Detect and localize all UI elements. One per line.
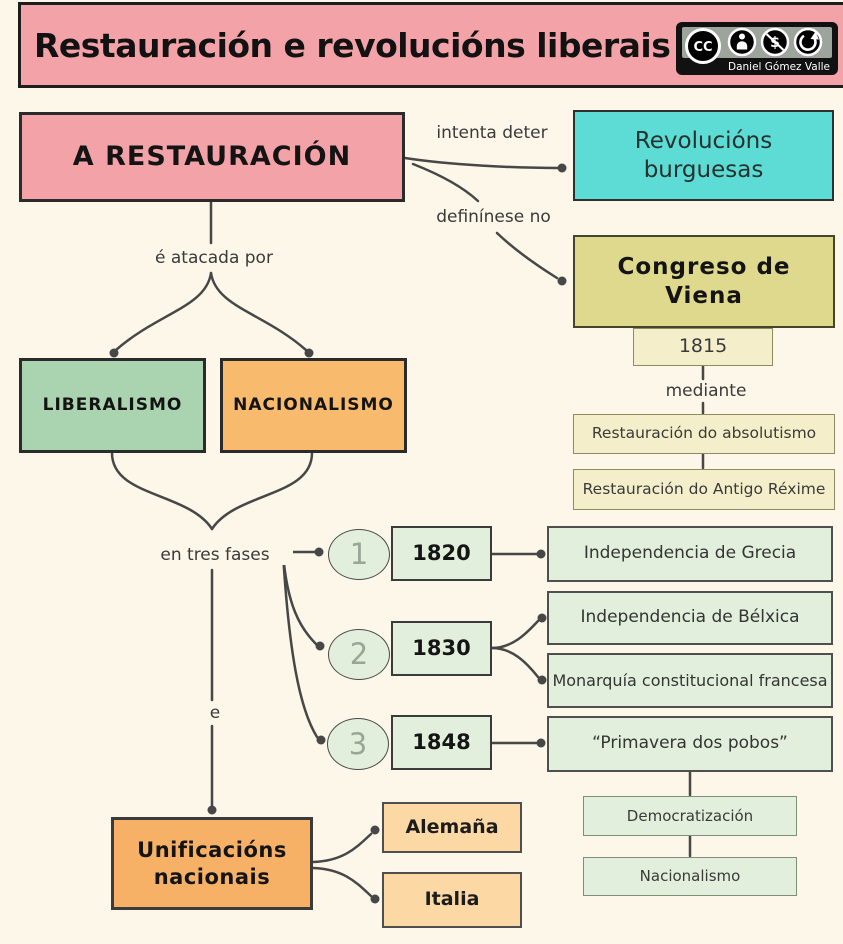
edge-label-en-tres-fases: en tres fases	[137, 546, 293, 565]
node-italia: Italia	[382, 872, 522, 928]
node-unificacions-nacionais: Unificacións nacionais	[111, 817, 313, 910]
node-a-restauracion: A RESTAURACIÓN	[19, 112, 405, 202]
cc-icon: CC	[685, 28, 721, 64]
phase-1-circle: 1	[328, 529, 390, 580]
credit-text: Daniel Gómez Valle	[728, 61, 830, 73]
node-independencia-grecia: Independencia de Grecia	[547, 526, 833, 582]
node-liberalismo: LIBERALISMO	[19, 358, 206, 453]
cc-license-badge: CC $ Daniel Gómez Valle	[676, 22, 838, 75]
node-year-1830: 1830	[391, 621, 492, 676]
node-monarquia-constitucional: Monarquía constitucional francesa	[547, 653, 833, 708]
edge-label-defininese-no: definínese no	[428, 208, 559, 227]
node-year-1848: 1848	[391, 715, 492, 770]
phase-3-circle: 3	[327, 718, 389, 770]
noncommercial-dollar-icon: $	[760, 27, 790, 57]
node-1815: 1815	[633, 328, 773, 366]
node-nacionalismo-result: Nacionalismo	[583, 857, 797, 896]
svg-text:CC: CC	[693, 40, 712, 55]
edge-label-intenta-deter: intenta deter	[430, 124, 554, 143]
phase-2-circle: 2	[328, 629, 390, 680]
page-title: Restauración e revolucións liberais	[34, 25, 671, 65]
node-restauracion-absolutismo: Restauración do absolutismo	[573, 414, 835, 454]
node-alemana: Alemaña	[382, 802, 522, 853]
header-bar: Restauración e revolucións liberais	[18, 2, 843, 88]
sharealike-arrow-icon	[793, 27, 823, 57]
edge-label-mediante: mediante	[646, 382, 766, 401]
node-congreso-de-viena: Congreso de Viena	[573, 235, 835, 328]
node-democratizacion: Democratización	[583, 796, 797, 836]
node-restauracion-antigo-rexime: Restauración do Antigo Réxime	[573, 469, 835, 510]
node-primavera-dos-pobos: “Primavera dos pobos”	[547, 716, 833, 772]
edge-label-e: e	[194, 704, 236, 723]
node-nacionalismo: NACIONALISMO	[220, 358, 407, 453]
attribution-person-icon	[727, 27, 757, 57]
edge-label-e-atacada-por: é atacada por	[136, 249, 292, 268]
node-revolucions-burguesas: Revolucións burguesas	[573, 110, 834, 201]
node-year-1820: 1820	[391, 526, 492, 581]
node-independencia-belxica: Independencia de Bélxica	[547, 591, 833, 645]
